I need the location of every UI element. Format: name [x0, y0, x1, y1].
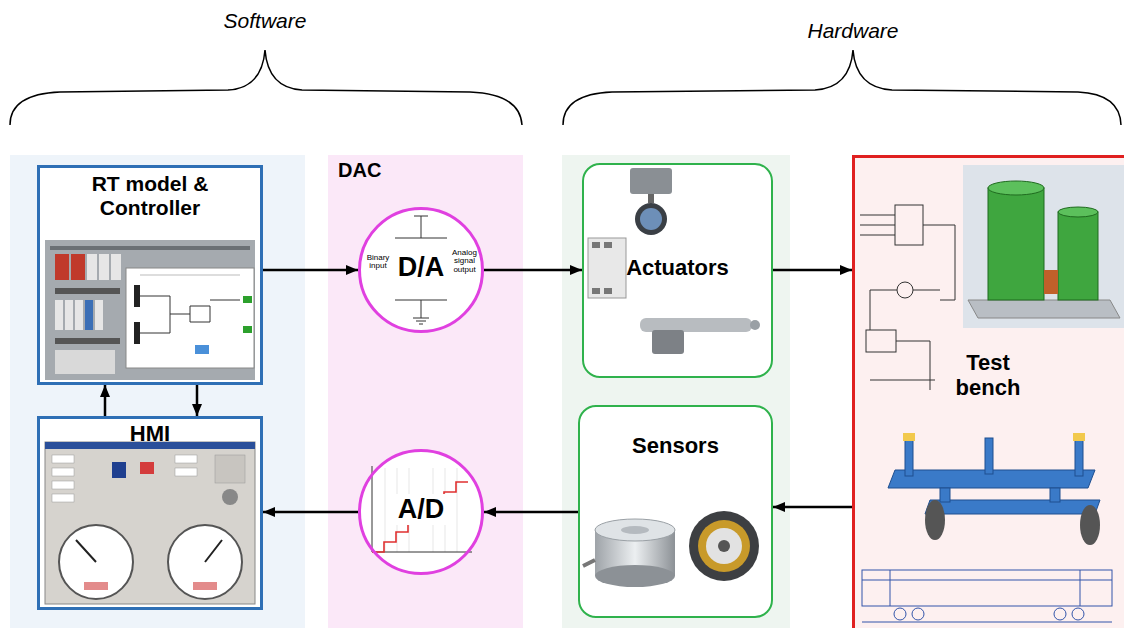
- circle-outline: [360, 451, 483, 574]
- actuator-group: Actuators: [582, 163, 773, 378]
- test-bench-ground: [852, 155, 1124, 628]
- test-bench-pictures: [860, 165, 1124, 622]
- box-fill: [37, 165, 263, 385]
- signal-arrow: [263, 269, 358, 272]
- signal-arrow: [484, 269, 582, 272]
- software-panel: [10, 155, 305, 628]
- node-label: Test bench: [948, 350, 1028, 401]
- signal-arrow: [773, 506, 852, 509]
- group-heading: Hardware: [753, 20, 953, 42]
- hmi-screenshot: [45, 442, 255, 604]
- node-label: D/A: [395, 252, 448, 283]
- node-label: HMI: [40, 421, 260, 446]
- adc-circle: A/D: [358, 449, 484, 575]
- node-label: Actuators: [584, 255, 771, 280]
- circle-fill: [359, 450, 483, 574]
- group-heading: Software: [165, 10, 365, 32]
- dac-symbol: [395, 216, 447, 324]
- pin-label: Analog signal output: [448, 249, 481, 274]
- pin-label: Binary input: [363, 254, 393, 271]
- cabinet-photo: [45, 240, 255, 380]
- hardware-panel: [562, 155, 790, 628]
- circle-outline: [360, 209, 483, 332]
- node-label: RT model & Controller: [60, 172, 240, 220]
- circle-fill: [359, 208, 483, 332]
- signal-arrow: [484, 511, 578, 514]
- adc-graph: [372, 466, 472, 552]
- node-label: Sensors: [580, 433, 771, 458]
- signal-arrow: [773, 269, 852, 272]
- sensor-icons: [583, 511, 759, 587]
- box-fill: [578, 405, 773, 618]
- signal-arrow: [263, 511, 358, 514]
- sensor-group: Sensors: [578, 405, 773, 618]
- software-brace: [10, 50, 522, 125]
- hardware-brace: [563, 50, 1121, 125]
- box-fill: [582, 163, 773, 378]
- node-label: A/D: [395, 494, 448, 525]
- controller-box: RT model & Controller: [37, 165, 263, 385]
- dac-panel: DAC D/A A/D: [328, 155, 523, 628]
- box-fill: [37, 416, 263, 610]
- signal-arrow: [104, 385, 107, 416]
- node-label: DAC: [338, 159, 418, 182]
- dac-panel-ground: [328, 155, 523, 628]
- signal-arrow: [196, 385, 199, 416]
- test-bench-panel: Test bench: [852, 155, 1124, 628]
- hmi-box: HMI: [37, 416, 263, 610]
